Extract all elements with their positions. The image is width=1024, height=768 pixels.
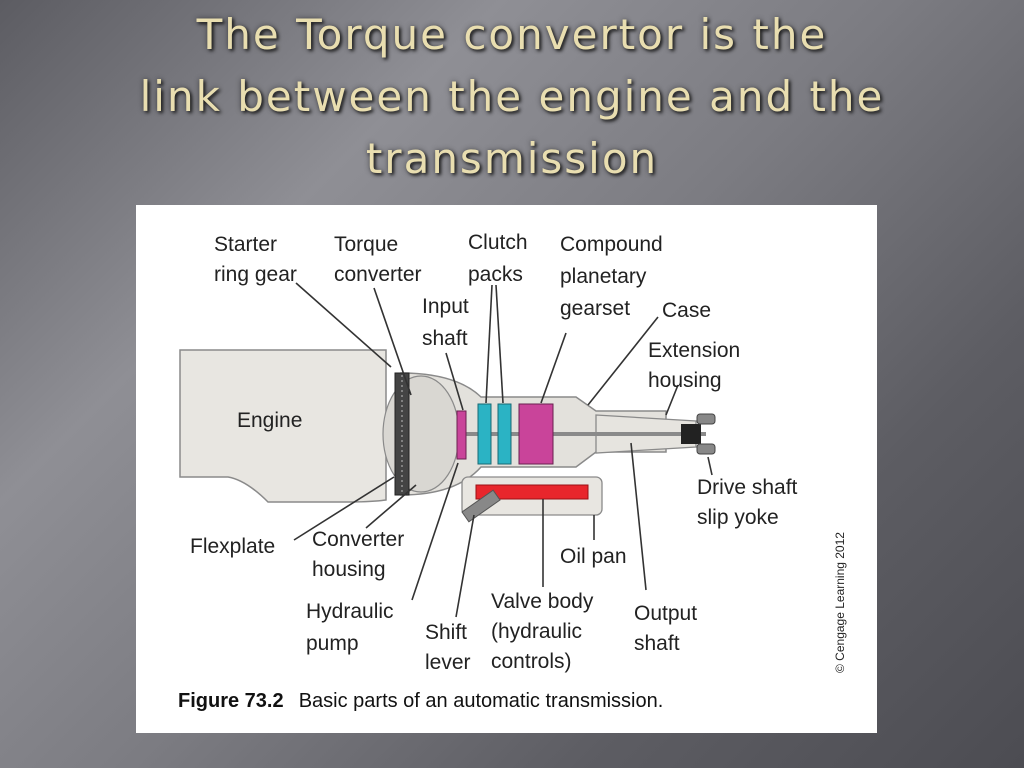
transmission-diagram: Starter ring gear Torque converter Clutc… [178,231,847,712]
label-torque-converter: Torque converter [334,233,422,286]
label-converter-housing: Converter housing [312,528,410,581]
valve-body-shape [475,484,589,500]
slide-title-line-3: transmission [365,134,659,183]
engine-block [179,349,387,503]
ring-gear-shape [394,372,410,496]
label-flexplate: Flexplate [190,535,275,558]
slide-title-line-2: link between the engine and the [139,72,885,121]
label-hydraulic-pump: Hydraulic pump [306,600,399,655]
label-valve-body: Valve body (hydraulic controls) [491,590,599,673]
figure-panel: Starter ring gear Torque converter Clutc… [136,205,877,733]
torque-converter-shape [382,375,460,493]
label-clutch-packs: Clutch packs [468,231,533,286]
label-starter-ring-gear: Starter ring gear [214,233,297,286]
shift-lever-shape [461,489,501,523]
label-drive-shaft-slip-yoke: Drive shaft slip yoke [697,476,803,529]
pump-shape [456,410,467,460]
label-extension-housing: Extension housing [648,339,746,392]
planetary-gearset-shape [518,403,554,465]
figure-caption-text: Basic parts of an automatic transmission… [299,690,664,712]
figure-caption-number: Figure 73.2 [178,690,284,712]
clutch-pack-2 [497,403,512,465]
label-oil-pan: Oil pan [560,545,627,568]
slide-title-line-1: The Torque convertor is the [196,10,828,59]
figure-credit: © Cengage Learning 2012 [833,532,847,673]
slip-yoke-shape [681,424,701,444]
clutch-pack-1 [477,403,492,465]
label-engine: Engine [237,409,302,432]
figure-caption: Figure 73.2 Basic parts of an automatic … [178,690,663,712]
label-compound-planetary-gearset: Compound planetary gearset [560,233,669,320]
label-case: Case [662,299,711,322]
label-shift-lever: Shift lever [425,621,473,674]
label-output-shaft: Output shaft [634,602,703,655]
slide-title: The Torque convertor is the link between… [40,4,984,190]
label-input-shaft: Input shaft [422,295,475,350]
